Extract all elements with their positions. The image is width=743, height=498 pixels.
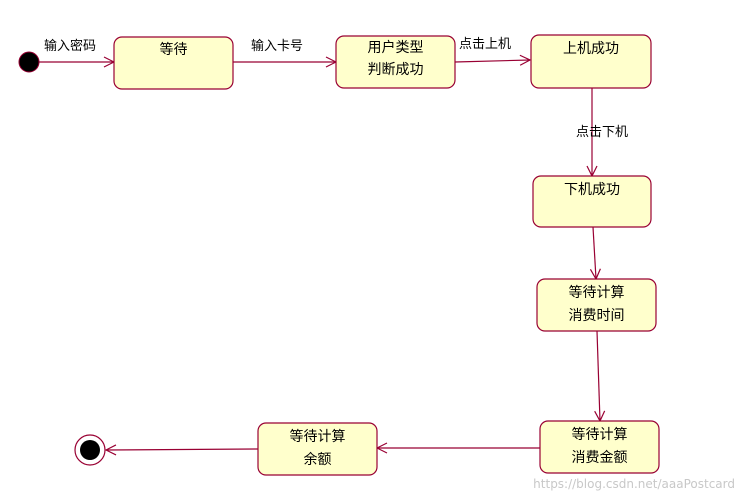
initial-state-node: [18, 51, 40, 73]
svg-text:用户类型: 用户类型: [368, 39, 424, 56]
svg-text:等待: 等待: [160, 41, 188, 58]
state-logout-success: 下机成功: [532, 175, 652, 228]
edge-calc-time-to-calc-amount: [597, 330, 600, 421]
state-wait-calc-balance: 等待计算 余额: [257, 422, 378, 476]
state-wait-calc-time: 等待计算 消费时间: [536, 278, 657, 332]
svg-text:下机成功: 下机成功: [564, 182, 620, 198]
svg-text:消费金额: 消费金额: [572, 450, 628, 466]
edge-label-enter-password: 输入密码: [44, 38, 96, 54]
svg-text:余额: 余额: [304, 451, 332, 468]
state-waiting: 等待: [113, 36, 234, 90]
edge-calc-balance-to-final: [106, 449, 259, 450]
svg-text:上机成功: 上机成功: [563, 41, 619, 57]
svg-text:等待计算: 等待计算: [569, 284, 625, 301]
state-wait-calc-amount: 等待计算 消费金额: [539, 420, 660, 474]
edge-click-login: [454, 60, 530, 62]
edge-label-enter-card-number: 输入卡号: [251, 38, 303, 54]
edge-logout-to-calc-time: [593, 226, 596, 279]
svg-text:消费时间: 消费时间: [569, 308, 625, 324]
edge-label-click-logout: 点击下机: [576, 125, 628, 140]
svg-text:等待计算: 等待计算: [290, 428, 346, 445]
svg-text:判断成功: 判断成功: [368, 62, 424, 78]
svg-text:等待计算: 等待计算: [572, 426, 628, 443]
final-state-node: [74, 434, 106, 466]
state-user-type-check: 用户类型 判断成功: [335, 35, 456, 89]
edge-label-click-login: 点击上机: [459, 37, 511, 52]
watermark-text: https://blog.csdn.net/aaaPostcard: [533, 477, 735, 491]
state-login-success: 上机成功: [530, 34, 652, 89]
